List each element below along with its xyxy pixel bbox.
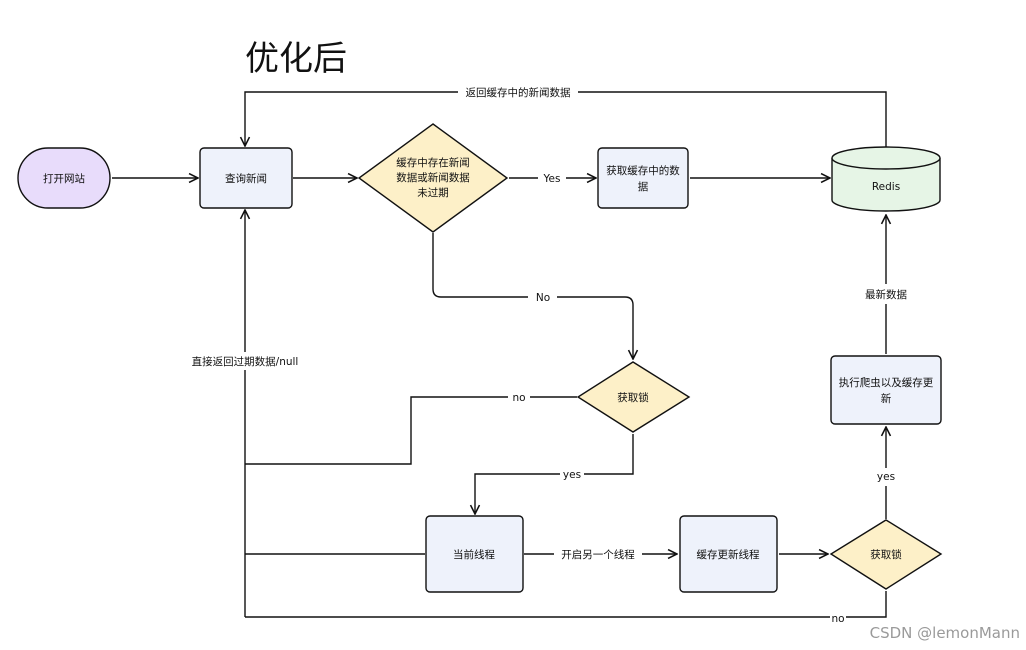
edge-label-lock1-yes: yes — [563, 469, 581, 481]
node-cache-check: 缓存中存在新闻 数据或新闻数据 未过期 — [357, 123, 509, 233]
watermark: CSDN @lemonMann — [870, 624, 1020, 642]
node-current-thread-label: 当前线程 — [453, 548, 495, 561]
edge-label-yes: Yes — [543, 173, 561, 185]
node-cache-update-thread-label: 缓存更新线程 — [697, 548, 760, 561]
node-query-news: 查询新闻 — [199, 147, 293, 209]
edge-lock1-no — [245, 396, 577, 465]
node-cache-update-thread: 缓存更新线程 — [679, 515, 778, 593]
node-cache-check-line1: 缓存中存在新闻 — [396, 156, 470, 169]
edge-lock1-yes — [475, 434, 634, 514]
edge-label-start-thread: 开启另一个线程 — [561, 548, 635, 561]
edge-label-return-cache: 返回缓存中的新闻数据 — [466, 86, 571, 99]
node-cache-check-line3: 未过期 — [417, 186, 449, 199]
edge-label-lock2-yes: yes — [877, 471, 895, 483]
diagram-title: 优化后 — [245, 39, 347, 79]
edge-label-no: No — [536, 292, 550, 304]
node-get-lock-1-label: 获取锁 — [617, 391, 649, 404]
node-crawl-update-line1: 执行爬虫以及缓存更 — [839, 376, 934, 389]
node-redis-database: Redis — [831, 146, 941, 212]
node-get-lock-2-label: 获取锁 — [870, 548, 902, 561]
node-open-site-label: 打开网站 — [43, 172, 85, 185]
node-crawl-update-line2: 新 — [881, 392, 892, 405]
edge-lock2-no — [245, 591, 887, 618]
node-query-news-label: 查询新闻 — [225, 172, 267, 185]
node-current-thread: 当前线程 — [425, 515, 524, 593]
node-crawl-update: 执行爬虫以及缓存更 新 — [830, 355, 942, 425]
node-get-lock-2: 获取锁 — [829, 519, 943, 590]
edge-return-cache — [245, 91, 887, 147]
edge-check-no — [432, 233, 633, 359]
node-get-cache-data-line2: 据 — [638, 180, 649, 193]
node-get-lock-1: 获取锁 — [576, 361, 691, 433]
edge-label-lock1-no: no — [512, 392, 525, 404]
node-redis-label: Redis — [872, 181, 900, 193]
node-get-cache-data: 获取缓存中的数 据 — [597, 147, 689, 209]
edge-label-return-expired: 直接返回过期数据/null — [192, 355, 299, 368]
node-open-site: 打开网站 — [17, 147, 111, 209]
node-get-cache-data-line1: 获取缓存中的数 — [606, 164, 680, 177]
edge-label-lock2-no: no — [831, 613, 844, 625]
node-cache-check-line2: 数据或新闻数据 — [396, 171, 470, 184]
edge-label-latest: 最新数据 — [865, 288, 907, 301]
